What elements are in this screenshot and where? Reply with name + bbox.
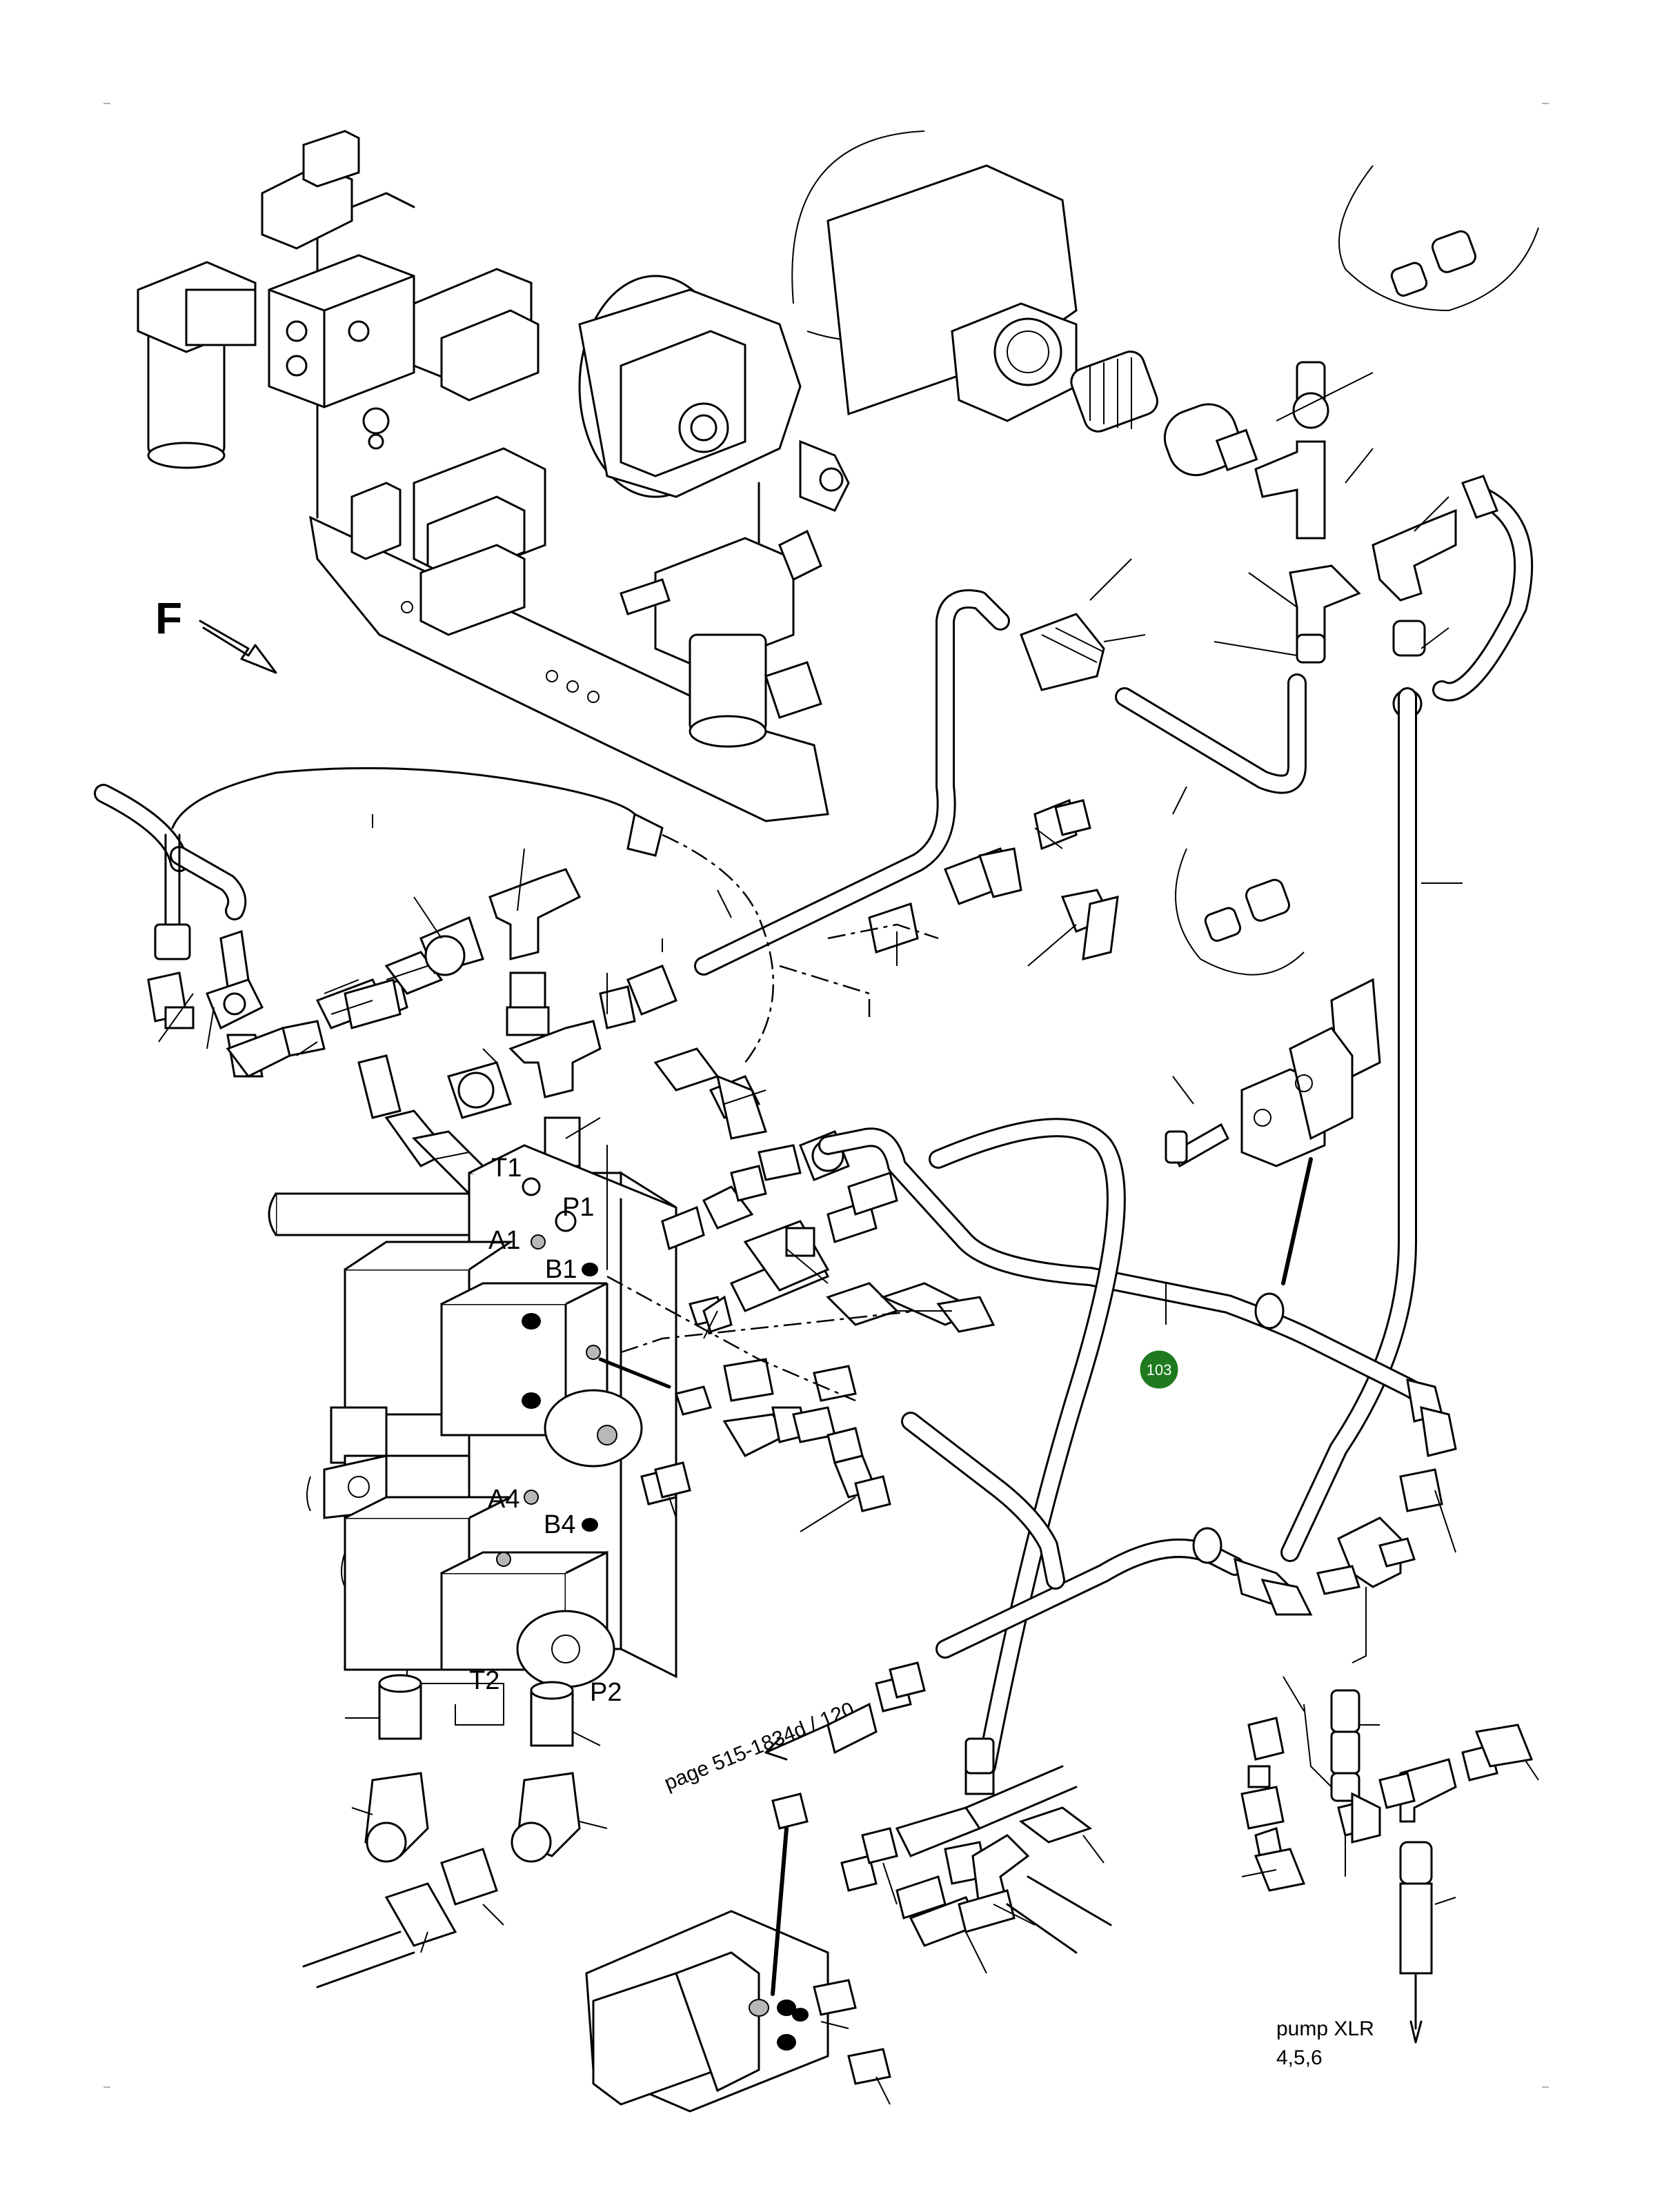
- reference-page-text: page 515-1834d / 120: [661, 1698, 858, 1795]
- port-label-a4: A4: [488, 1485, 519, 1514]
- hose-right-upper: [1432, 475, 1534, 702]
- right-tee-cluster: [1240, 1517, 1539, 2044]
- hose-central-loop: [818, 1118, 1457, 1795]
- pump-note-line2: 4,5,6: [1276, 2046, 1323, 2069]
- callout-badge-103[interactable]: 103: [1138, 1348, 1180, 1391]
- tee-fittings-upper: [1214, 361, 1457, 719]
- hose-right-vertical: [1280, 687, 1463, 1562]
- left-adapter-cluster: [147, 848, 767, 1195]
- port-label-a1: A1: [488, 1226, 520, 1255]
- cap-detail-upper: [1338, 165, 1539, 312]
- pump-note-line1: pump XLR: [1276, 2017, 1374, 2040]
- port-label-p2: P2: [590, 1678, 622, 1707]
- page-corner-marks: [103, 103, 1549, 2088]
- clamp-bracket: [1165, 978, 1381, 1285]
- port-label-t2: T2: [469, 1666, 499, 1695]
- port-label-b4: B4: [544, 1510, 575, 1539]
- pump-note: pump XLR 4,5,6: [1276, 2017, 1374, 2069]
- directional-valve-block: T1 P1 A1 B1 A4 B4 T2 P2: [268, 1144, 677, 1726]
- valve-outlet-fittings: [598, 1130, 996, 1532]
- callout-badge-number: 103: [1147, 1361, 1172, 1379]
- valve-block-assembly: [137, 130, 850, 822]
- cylinder-detail: [791, 130, 1258, 477]
- lower-center-assembly: page 515-1834d / 120: [585, 1661, 1112, 2113]
- cap-detail-lower: [1175, 848, 1305, 976]
- hose-left-upper: [94, 767, 775, 1063]
- direction-label: F: [155, 593, 182, 643]
- port-label-p1: P1: [562, 1193, 594, 1222]
- port-label-t1: T1: [491, 1154, 522, 1183]
- upper-middle-fittings: [779, 798, 1119, 1021]
- lower-left-fittings: [302, 1674, 608, 1988]
- direction-indicator: F: [155, 593, 277, 674]
- port-label-b1: B1: [545, 1255, 577, 1284]
- pipe-s-bend-upper: [694, 558, 1307, 976]
